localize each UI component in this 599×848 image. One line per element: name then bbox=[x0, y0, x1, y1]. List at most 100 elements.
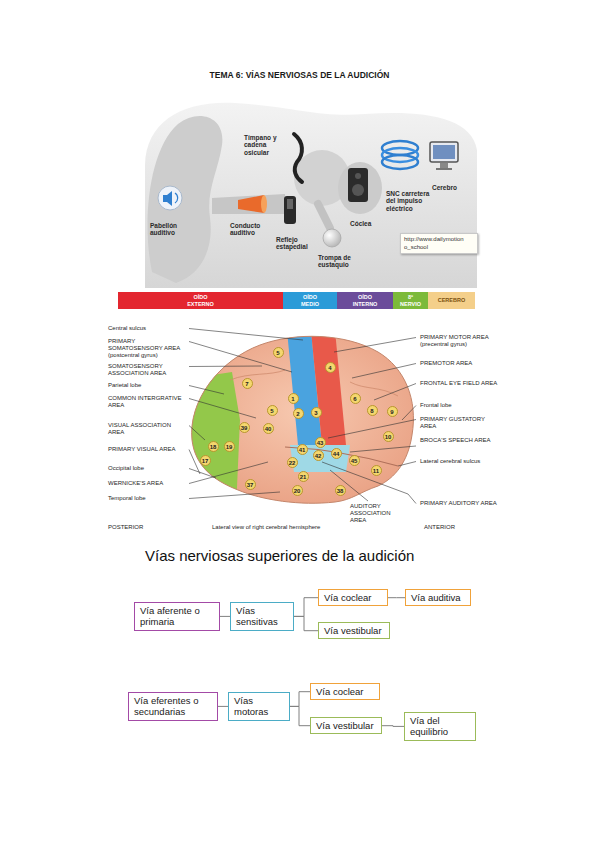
area-label: Lateral view of right cerebral hemispher… bbox=[212, 524, 346, 531]
connector bbox=[220, 616, 230, 617]
callout-number: 41 bbox=[297, 444, 308, 455]
callout-number: 5 bbox=[267, 405, 278, 416]
callout-number: 39 bbox=[239, 422, 250, 433]
callout-number: 2 bbox=[293, 408, 304, 419]
callout-number: 45 bbox=[349, 455, 360, 466]
node-text: Vía del equilibrio bbox=[410, 715, 470, 738]
callout-number: 9 bbox=[387, 406, 398, 417]
connector bbox=[290, 692, 310, 707]
process-box: Vía del equilibrio bbox=[404, 712, 476, 741]
callout-number: 18 bbox=[208, 441, 219, 452]
leader-line bbox=[189, 342, 292, 373]
area-label: Lateral cerebral sulcus bbox=[420, 458, 500, 465]
callout-number: 44 bbox=[331, 448, 342, 459]
ear-section-band: CEREBRO bbox=[428, 292, 475, 309]
process-box: Vías sensitivas bbox=[230, 602, 294, 631]
area-label: Frontal lobe bbox=[420, 402, 500, 409]
callout-number: 6 bbox=[350, 393, 361, 404]
outer-ear bbox=[148, 116, 223, 283]
callout-number: 19 bbox=[224, 441, 235, 452]
area-label: PRIMARY VISUAL AREA bbox=[108, 446, 186, 453]
monitor-icon bbox=[440, 163, 448, 168]
leader-line bbox=[189, 492, 280, 499]
leader-line bbox=[189, 462, 268, 484]
ear-section-band: OÍDO EXTERNO bbox=[118, 292, 283, 309]
cochlea-speaker-icon bbox=[355, 173, 361, 179]
cable-coil-icon bbox=[382, 155, 418, 169]
callout-number: 22 bbox=[287, 457, 298, 468]
callout-number: 3 bbox=[311, 407, 322, 418]
reflex-clip-icon bbox=[287, 199, 293, 209]
connector bbox=[294, 616, 318, 630]
callout-number: 20 bbox=[292, 485, 303, 496]
speaker-icon bbox=[158, 186, 182, 210]
callout-number: 42 bbox=[313, 450, 324, 461]
process-box: Vía coclear bbox=[310, 683, 380, 700]
area-label: BROCA'S SPEECH AREA bbox=[420, 437, 500, 444]
part-label: Pabellón auditivo bbox=[150, 222, 192, 237]
callout-number: 38 bbox=[335, 485, 346, 496]
eustachian-tube bbox=[318, 204, 330, 228]
monitor-icon bbox=[433, 145, 455, 159]
node-text: Vía vestibular bbox=[324, 625, 384, 636]
callout-number: 8 bbox=[367, 405, 378, 416]
callout-number: 5 bbox=[273, 347, 284, 358]
inner-ear bbox=[338, 162, 382, 214]
page-title: TEMA 6: VÍAS NERVIOSAS DE LA AUDICIÓN bbox=[0, 70, 599, 80]
leader-line bbox=[189, 329, 303, 341]
area-label: PRIMARY MOTOR AREA (precentral gyrus) bbox=[420, 334, 500, 348]
process-box: Vía coclear bbox=[318, 589, 388, 606]
area-label: Parietal lobe bbox=[108, 382, 186, 389]
brain-edge bbox=[192, 336, 414, 503]
callout-number: 17 bbox=[200, 455, 211, 466]
part-label: SNC carretera del impulso eléctrico bbox=[386, 190, 430, 212]
area-label: COMMON INTERGRATIVE AREA bbox=[108, 395, 186, 409]
area-label: POSTERIOR bbox=[108, 524, 186, 531]
area-label: Occipital lobe bbox=[108, 465, 186, 472]
monitor-icon bbox=[430, 142, 458, 162]
process-box: Vía vestibular bbox=[310, 717, 382, 734]
leader-line bbox=[189, 469, 216, 479]
url-note: http://www.dailymotion o_school bbox=[400, 233, 478, 254]
leader-line bbox=[189, 366, 262, 368]
part-label: Tímpano y cadena osicular bbox=[244, 134, 284, 156]
canal-cone-icon bbox=[238, 195, 264, 213]
node-text: Vía aferente o primaria bbox=[140, 605, 214, 628]
area-label: WERNICKE'S AREA bbox=[108, 480, 186, 487]
leader-line bbox=[402, 406, 416, 421]
area-label: AUDITORY ASSOCIATION AREA bbox=[350, 503, 402, 524]
head-section bbox=[145, 103, 477, 288]
node-text: Vía vestibular bbox=[316, 720, 376, 731]
node-text: OÍDO INTERNO bbox=[350, 294, 380, 306]
ossicle-icon bbox=[294, 134, 302, 182]
connector bbox=[218, 706, 228, 707]
node-text: Vía coclear bbox=[324, 592, 382, 603]
speaker-icon bbox=[163, 191, 172, 206]
leader-line bbox=[352, 364, 416, 379]
node-text: Vía coclear bbox=[316, 686, 374, 697]
process-box: Vía vestibular bbox=[318, 622, 390, 639]
leader-line bbox=[350, 446, 416, 452]
part-label: Conducto auditivo bbox=[230, 222, 272, 237]
reflex-clip-icon bbox=[284, 196, 296, 224]
node-text: Vías motoras bbox=[234, 695, 284, 718]
leader-line bbox=[189, 399, 256, 419]
process-box: Vía auditiva bbox=[405, 589, 471, 606]
monitor-icon bbox=[436, 168, 452, 170]
area-label: PRIMARY AUDITORY AREA bbox=[420, 500, 500, 507]
section-heading: Vías nerviosas superiores de la audición bbox=[145, 547, 414, 564]
node-text: OÍDO EXTERNO bbox=[186, 294, 216, 306]
connector bbox=[294, 598, 318, 617]
area-label: ANTERIOR bbox=[424, 524, 494, 531]
node-text: OÍDO MEDIO bbox=[297, 294, 323, 306]
node-text: Vías sensitivas bbox=[236, 605, 288, 628]
connector bbox=[382, 725, 404, 727]
leader-line bbox=[330, 470, 368, 501]
area-label: SOMATOSENSORY ASSOCIATION AREA bbox=[108, 363, 186, 377]
area-label: PREMOTOR AREA bbox=[420, 360, 500, 367]
area-label: FRONTAL EYE FIELD AREA bbox=[420, 380, 500, 387]
connector bbox=[388, 597, 405, 598]
leader-line bbox=[374, 384, 416, 401]
callout-number: 10 bbox=[383, 431, 394, 442]
